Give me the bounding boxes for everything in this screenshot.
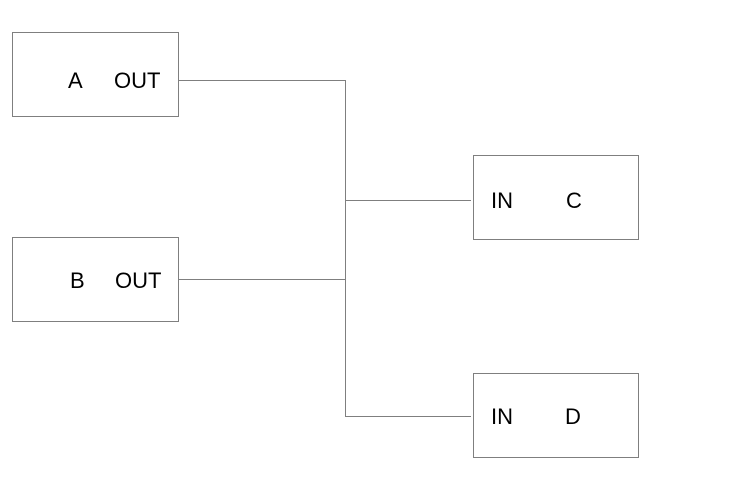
block-b[interactable]: B OUT: [12, 237, 179, 322]
wire-junction-to-d-input[interactable]: [345, 416, 471, 417]
block-c-input-port-label: IN: [491, 188, 513, 213]
block-a-output-port-label: OUT: [114, 68, 161, 93]
block-b-output-port-label: OUT: [115, 268, 162, 293]
block-a-name: A: [68, 68, 83, 93]
wire-b-output-to-junction[interactable]: [179, 279, 346, 280]
block-b-name: B: [70, 268, 85, 293]
block-a[interactable]: A OUT: [12, 32, 179, 117]
block-d[interactable]: IN D: [473, 373, 639, 458]
block-c-name: C: [566, 188, 582, 213]
block-c[interactable]: IN C: [473, 155, 639, 240]
wire-junction-trunk-vertical[interactable]: [345, 80, 346, 417]
block-d-name: D: [565, 404, 581, 429]
wire-a-output-to-junction[interactable]: [179, 80, 346, 81]
block-d-input-port-label: IN: [491, 404, 513, 429]
wire-junction-to-c-input[interactable]: [345, 200, 471, 201]
